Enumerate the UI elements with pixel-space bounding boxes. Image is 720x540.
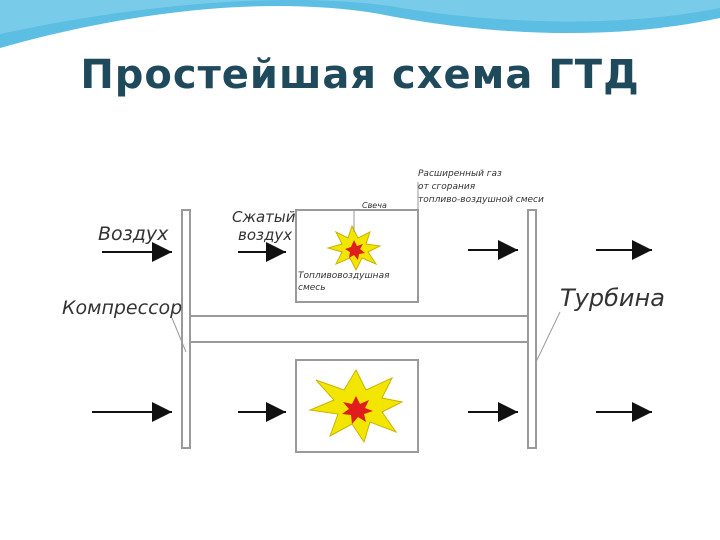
compressor-disk: [181, 209, 191, 449]
turbine-disk: [527, 209, 537, 449]
label-exhaust-3: топливо-воздушной смеси: [418, 195, 544, 205]
flame-large-inner: [342, 396, 373, 424]
label-mixture-2: смесь: [298, 283, 326, 293]
compressor-leader-line: [171, 317, 187, 353]
label-turbine: Турбина: [560, 284, 665, 312]
label-compressed-air-1: Сжатый: [232, 208, 296, 226]
label-spark: Свеча: [362, 201, 387, 210]
label-mixture-1: Топливовоздушная: [298, 271, 390, 281]
label-air: Воздух: [98, 223, 169, 245]
header-swoosh: [0, 0, 720, 48]
label-compressor: Компрессор: [62, 297, 182, 319]
slide-title: Простейшая схема ГТД: [80, 52, 640, 98]
turbine-leader-line: [535, 311, 561, 363]
label-compressed-air-2: воздух: [238, 226, 292, 244]
label-exhaust-1: Расширенный газ: [418, 169, 502, 179]
flame-small-inner: [345, 240, 365, 260]
label-exhaust-2: от сгорания: [418, 182, 476, 192]
